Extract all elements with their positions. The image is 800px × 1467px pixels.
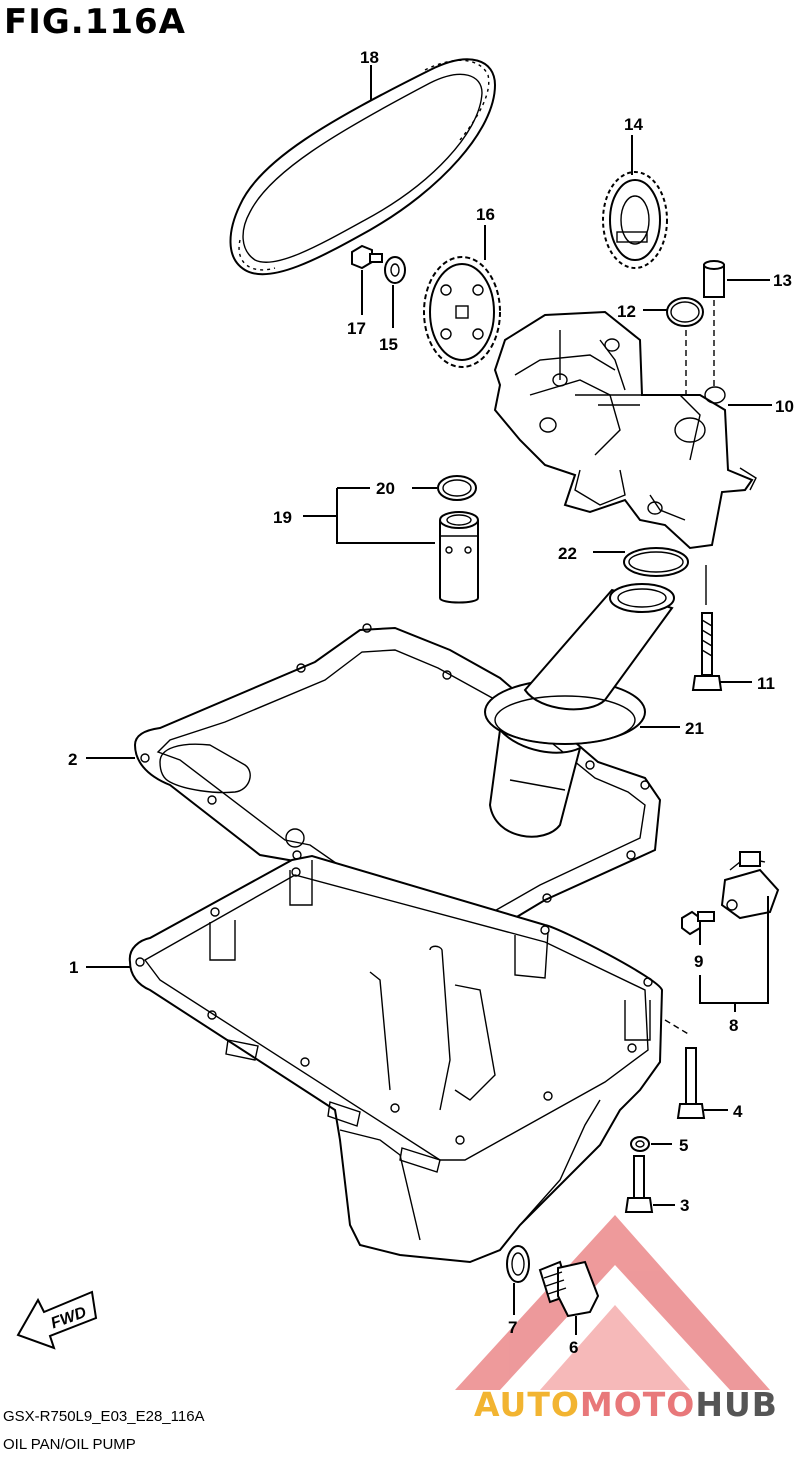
o-ring-upper <box>666 297 704 327</box>
o-ring-strainer <box>623 547 689 577</box>
callout-15: 15 <box>379 335 398 354</box>
drain-plug <box>538 1260 600 1318</box>
oil-pump-sprocket <box>423 256 501 368</box>
watermark-wordmark: AUTOMOTOHUB <box>474 1385 778 1424</box>
callout-19: 19 <box>273 508 292 527</box>
watermark-part-3: HUB <box>695 1385 778 1424</box>
callout-9: 9 <box>694 952 703 971</box>
callout-10: 10 <box>775 397 794 416</box>
sealing-washer <box>630 1136 650 1152</box>
callout-17: 17 <box>347 319 366 338</box>
callout-16: 16 <box>476 205 495 224</box>
callout-14: 14 <box>624 115 643 134</box>
callout-13: 13 <box>773 271 792 290</box>
callout-2: 2 <box>68 750 77 769</box>
callout-1: 1 <box>69 958 78 977</box>
oil-pan <box>128 854 664 1264</box>
callout-18: 18 <box>360 48 379 67</box>
cam-chain <box>229 58 497 276</box>
oil-pump-driven-gear <box>602 171 668 269</box>
oil-pan-bolt-short <box>624 1155 654 1213</box>
callout-20: 20 <box>376 479 395 498</box>
diagram-subtitle: OIL PAN/OIL PUMP <box>3 1436 136 1453</box>
callout-5: 5 <box>679 1136 688 1155</box>
callout-12: 12 <box>617 302 636 321</box>
oil-strainer <box>484 583 675 838</box>
figure-title: FIG.116A <box>4 2 186 42</box>
switch-bolt <box>681 910 715 936</box>
o-ring-pipe <box>437 475 477 501</box>
watermark-logo <box>455 1215 770 1390</box>
oil-pump-assembly <box>493 310 757 550</box>
sprocket-washer <box>384 256 406 284</box>
callout-8: 8 <box>729 1016 738 1035</box>
oil-pipe <box>439 511 479 604</box>
callout-4: 4 <box>733 1102 743 1121</box>
callout-21: 21 <box>685 719 704 738</box>
watermark-part-2: MOTO <box>579 1385 696 1424</box>
watermark-part-1: AUTO <box>474 1385 580 1424</box>
callout-6: 6 <box>569 1338 578 1357</box>
strainer-bolt <box>691 612 723 691</box>
sprocket-bolt <box>351 244 383 270</box>
callout-3: 3 <box>680 1196 689 1215</box>
leader-lines <box>86 65 772 1335</box>
drain-plug-gasket <box>506 1245 530 1283</box>
callout-22: 22 <box>558 544 577 563</box>
oil-pressure-switch <box>720 851 780 920</box>
callout-numbers: 18 14 16 17 15 13 12 10 20 19 22 11 21 2… <box>68 48 794 1357</box>
callout-11: 11 <box>757 674 775 693</box>
oil-pan-bolt-long <box>676 1047 706 1119</box>
model-code: GSX-R750L9_E03_E28_116A <box>3 1408 205 1425</box>
callout-7: 7 <box>508 1318 517 1337</box>
fwd-arrow-icon: FWD <box>16 1290 98 1350</box>
dowel-pin <box>703 260 725 298</box>
